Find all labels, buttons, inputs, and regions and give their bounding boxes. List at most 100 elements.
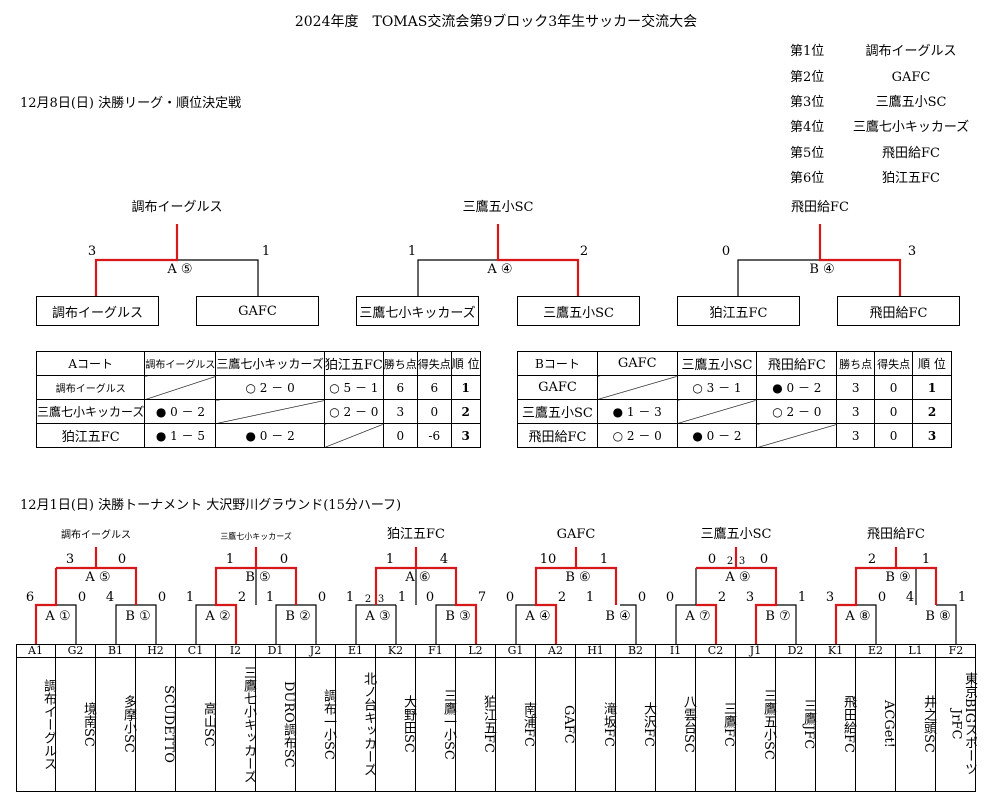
team-code: I2 bbox=[216, 644, 255, 658]
league-heading: 12月8日(日) 決勝リーグ・順位決定戦 bbox=[20, 96, 242, 111]
team-name: 八雲台SC bbox=[681, 695, 696, 753]
row-team: 三鷹七小キッカーズ bbox=[35, 399, 146, 424]
header-cell: 飛田給FC bbox=[756, 351, 838, 376]
final-pk: 2 bbox=[726, 556, 734, 567]
result-cell: ○ 5 － 1 bbox=[323, 375, 384, 400]
team-name: 東京BIGスポーツJrFC bbox=[948, 672, 978, 776]
rank-place: 第3位 bbox=[790, 95, 825, 110]
team-code: F1 bbox=[416, 644, 455, 658]
rank-team: 三鷹五小SC bbox=[875, 95, 947, 110]
header-cell: 三鷹五小SC bbox=[676, 351, 758, 376]
semi-score: 0 bbox=[637, 590, 647, 605]
team-code: E2 bbox=[856, 644, 895, 658]
semi-label: A ② bbox=[205, 609, 231, 624]
team-name: SCUDETTO bbox=[161, 685, 176, 763]
table-header-row: Bコート GAFC 三鷹五小SC 飛田給FC 勝ち点 得失点 順 位 bbox=[517, 351, 952, 376]
team-code: L1 bbox=[896, 644, 935, 658]
score-left: 0 bbox=[721, 244, 731, 259]
header-cell: Bコート bbox=[517, 351, 598, 376]
semi-score: 1 bbox=[585, 590, 595, 605]
team-code: A1 bbox=[16, 644, 55, 658]
team-code: I1 bbox=[656, 644, 695, 658]
semi-score: 1 bbox=[397, 590, 407, 605]
score-right: 1 bbox=[261, 244, 271, 259]
team-name: 高山SC bbox=[201, 701, 216, 747]
rank-cell: 1 bbox=[912, 375, 952, 400]
result-cell bbox=[756, 423, 838, 448]
rank-cell: 3 bbox=[912, 423, 952, 448]
table-row: 飛田給FC ○ 2 － 0 ● 0 － 2 3 0 3 bbox=[517, 423, 952, 448]
diff-cell: 0 bbox=[416, 399, 452, 424]
team-name: GAFC bbox=[561, 704, 576, 744]
team-cell: C2 三鷹FC bbox=[696, 644, 736, 792]
team-name: 三鷹FC bbox=[721, 701, 736, 747]
semi-score: 2 bbox=[237, 590, 247, 605]
header-cell: 勝ち点 bbox=[382, 351, 418, 376]
semi-score: 0 bbox=[665, 590, 675, 605]
team-code: G2 bbox=[56, 644, 95, 658]
final-score: 1 bbox=[921, 552, 931, 567]
team-code: B1 bbox=[96, 644, 135, 658]
rank-cell: 3 bbox=[450, 423, 481, 448]
header-cell: 調布イーグルス bbox=[144, 351, 217, 376]
team-cell: I2 三鷹七小キッカーズ bbox=[216, 644, 256, 792]
final-label: B ⑨ bbox=[885, 570, 911, 585]
team-code: D2 bbox=[776, 644, 815, 658]
team-box: 飛田給FC bbox=[837, 296, 960, 326]
team-code: B2 bbox=[616, 644, 655, 658]
table-row: 三鷹五小SC ● 1 － 3 ○ 2 － 0 3 0 2 bbox=[517, 399, 952, 424]
team-code: K2 bbox=[376, 644, 415, 658]
result-cell: ○ 2 － 0 bbox=[323, 399, 384, 424]
result-cell: ○ 2 － 0 bbox=[756, 399, 838, 424]
points-cell: 3 bbox=[382, 399, 418, 424]
diff-cell: -6 bbox=[416, 423, 452, 448]
semi-pk: 3 bbox=[377, 594, 385, 605]
match-winner: 飛田給FC bbox=[791, 200, 849, 215]
team-name: 大野田SC bbox=[401, 695, 416, 753]
page-title: 2024年度 TOMAS交流会第9ブロック3年生サッカー交流大会 bbox=[294, 14, 698, 30]
semi-label: A ⑧ bbox=[845, 609, 871, 624]
result-cell bbox=[144, 375, 217, 400]
semi-label: B ⑧ bbox=[925, 609, 951, 624]
semi-score: 1 bbox=[185, 590, 195, 605]
result-cell: ● 0 － 2 bbox=[676, 423, 758, 448]
team-name: 三鷹一小SC bbox=[441, 688, 456, 760]
rank-team: 飛田給FC bbox=[882, 146, 940, 161]
result-cell: ● 1 － 5 bbox=[144, 423, 217, 448]
final-score: 1 bbox=[599, 552, 609, 567]
team-code: C2 bbox=[696, 644, 735, 658]
diff-cell: 0 bbox=[874, 375, 914, 400]
semi-score: 4 bbox=[905, 590, 915, 605]
semi-score: 1 bbox=[957, 590, 967, 605]
semi-score: 3 bbox=[745, 590, 755, 605]
semi-label: B ③ bbox=[445, 609, 471, 624]
final-pk: 3 bbox=[738, 556, 746, 567]
rank-place: 第1位 bbox=[790, 44, 825, 59]
final-score: 2 bbox=[867, 552, 877, 567]
team-code: K1 bbox=[816, 644, 855, 658]
semi-score: 0 bbox=[505, 590, 515, 605]
rank-place: 第2位 bbox=[790, 70, 825, 85]
semi-score: 2 bbox=[717, 590, 727, 605]
team-code: L2 bbox=[456, 644, 495, 658]
semi-score: 1 bbox=[345, 590, 355, 605]
team-name: 滝坂FC bbox=[601, 701, 616, 747]
team-code: G1 bbox=[496, 644, 535, 658]
result-cell: ● 0 － 2 bbox=[215, 423, 325, 448]
semi-score: 0 bbox=[157, 590, 167, 605]
team-name: 三鷹七小キッカーズ bbox=[241, 665, 256, 783]
final-label: A ⑨ bbox=[725, 570, 751, 585]
points-cell: 0 bbox=[382, 423, 418, 448]
diff-cell: 0 bbox=[874, 399, 914, 424]
team-cell: I1 八雲台SC bbox=[656, 644, 696, 792]
row-team: GAFC bbox=[517, 375, 598, 400]
rank-place: 第4位 bbox=[790, 120, 825, 135]
